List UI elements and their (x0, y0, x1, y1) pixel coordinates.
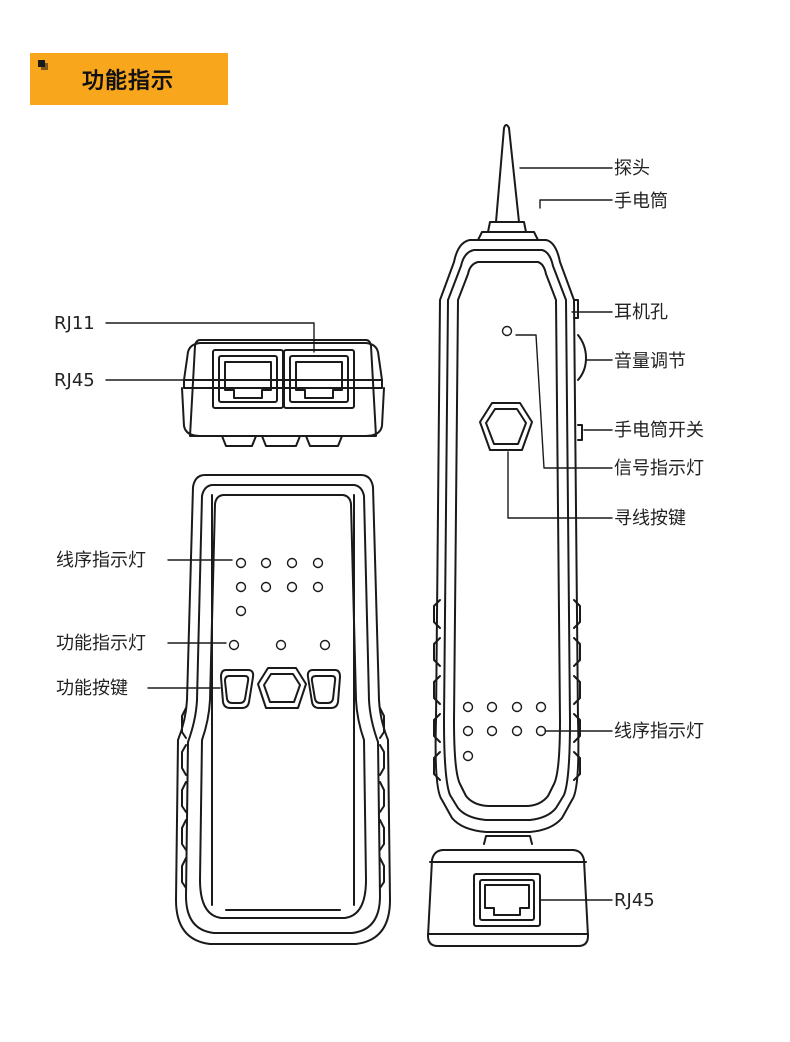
label-receiver-rj45: RJ45 (614, 890, 655, 911)
label-signal-indicator: 信号指示灯 (614, 458, 704, 479)
transmitter-top-view (181, 339, 385, 447)
section-title: 功能指示 (82, 69, 175, 94)
label-function-button: 功能按键 (56, 678, 128, 699)
receiver-side-grips-right (573, 599, 581, 781)
label-trace-button: 寻线按键 (614, 508, 686, 529)
leader-lines (105, 167, 613, 901)
label-receiver-wire-order-led: 线序指示灯 (614, 721, 704, 742)
transmitter-body (175, 474, 391, 945)
label-rj45: RJ45 (54, 370, 95, 391)
wire-order-led-grid (235, 557, 324, 617)
label-flashlight: 手电筒 (614, 191, 668, 212)
function-button-right[interactable] (306, 669, 341, 709)
section-title-bar: 功能指示 (30, 53, 228, 105)
transmitter-side-grips-left (181, 707, 187, 889)
volume-wheel[interactable] (577, 334, 587, 381)
receiver-wire-order-leds (462, 701, 547, 762)
title-bullet-icon (38, 60, 52, 74)
earphone-jack (573, 299, 579, 319)
label-rj11: RJ11 (54, 313, 95, 334)
label-function-led: 功能指示灯 (56, 633, 146, 654)
function-button-left[interactable] (220, 669, 255, 709)
function-leds (228, 639, 331, 651)
label-flashlight-switch: 手电筒开关 (614, 420, 704, 441)
label-volume-adjust: 音量调节 (614, 351, 686, 372)
label-probe: 探头 (614, 158, 650, 179)
label-earphone-jack: 耳机孔 (614, 302, 668, 323)
receiver-side-grips-left (433, 599, 441, 781)
label-wire-order-led: 线序指示灯 (56, 550, 146, 571)
receiver-base (427, 835, 589, 947)
receiver-probe (433, 124, 587, 833)
function-buttons[interactable] (220, 667, 341, 709)
flashlight-switch[interactable] (577, 424, 583, 441)
signal-led (501, 325, 513, 337)
transmitter-side-grips-right (379, 707, 385, 889)
function-button-middle[interactable] (257, 667, 307, 709)
trace-button[interactable] (479, 402, 533, 451)
